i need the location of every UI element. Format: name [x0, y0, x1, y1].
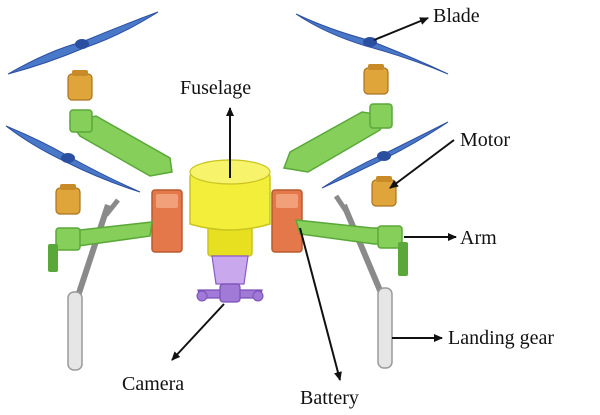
- camera-leader: [171, 303, 225, 361]
- arm-label: Arm: [460, 227, 497, 249]
- landing-gear-label: Landing gear: [448, 327, 554, 349]
- camera-label: Camera: [122, 373, 184, 395]
- blade-top-right: [295, 13, 449, 75]
- blade-mid-left: [5, 125, 141, 193]
- motor-mid-right: [371, 176, 397, 207]
- motor-leader: [389, 139, 455, 189]
- blade-top-left: [7, 11, 159, 75]
- arm-lower-left: [48, 221, 153, 272]
- motor-mid-left: [55, 184, 81, 215]
- battery-leader: [299, 227, 342, 381]
- landing-gear-left: [67, 198, 120, 371]
- battery-right: [271, 189, 303, 253]
- fuselage-label: Fuselage: [180, 77, 251, 99]
- motor-top-left: [67, 70, 93, 101]
- blade-mid-right: [321, 121, 449, 189]
- arm-upper-right: [282, 103, 393, 173]
- arm-lower-right: [294, 219, 408, 276]
- motor-top-right: [363, 64, 389, 95]
- blade-leader: [373, 17, 429, 41]
- motor-label: Motor: [460, 129, 510, 151]
- arm-upper-left: [68, 109, 173, 177]
- battery-left: [151, 189, 183, 253]
- camera: [196, 255, 264, 303]
- fuselage: [189, 159, 271, 257]
- battery-label: Battery: [300, 387, 359, 409]
- blade-label: Blade: [433, 5, 480, 27]
- landing-gear-right: [333, 194, 393, 369]
